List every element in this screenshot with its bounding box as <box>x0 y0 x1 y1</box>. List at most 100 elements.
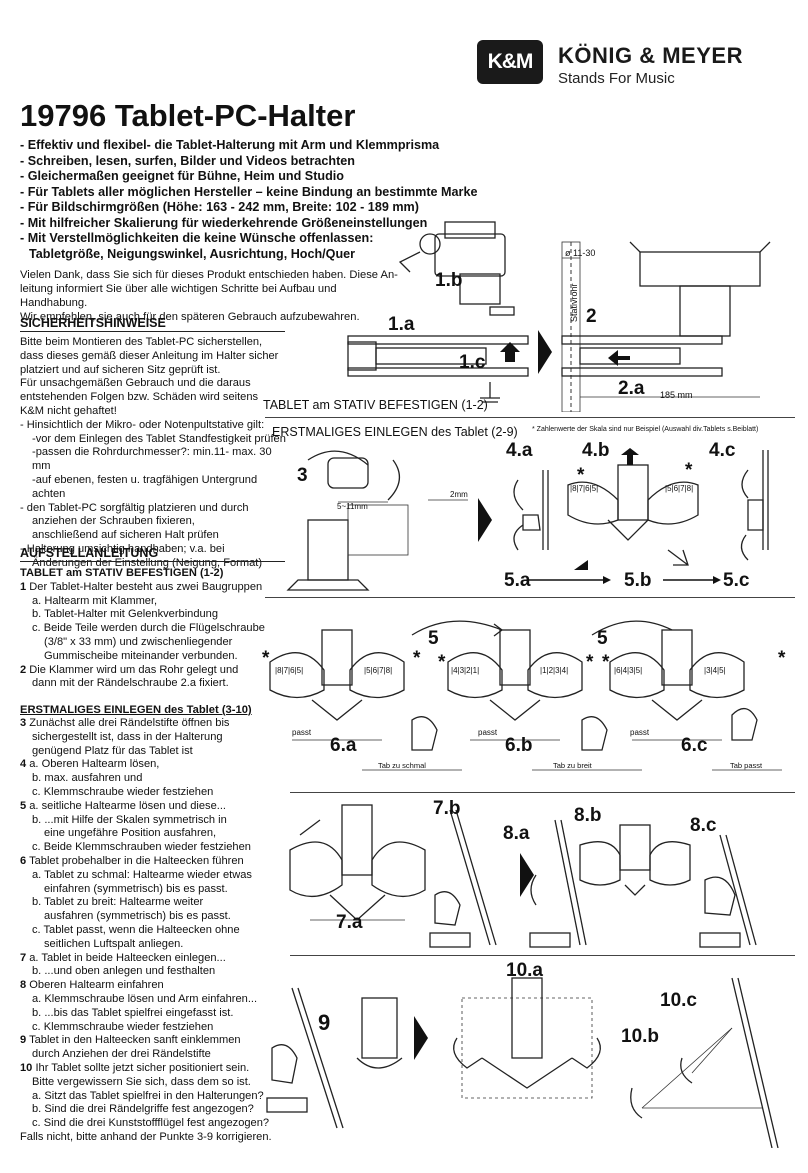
step-line: eine ungefähre Position ausfahren, <box>44 827 217 840</box>
fig-label-6c: 6.c <box>681 735 708 756</box>
up-arrow-icon <box>500 342 520 362</box>
step8b-drawing <box>579 824 691 896</box>
step-line: 9 Tablet in den Halteecken sanft einklem… <box>20 1034 241 1047</box>
scale-6b-left: |4|3|2|1| <box>451 666 480 675</box>
assembly-steps-1: 1 Der Tablet-Halter besteht aus zwei Bau… <box>20 581 290 691</box>
step-line: c. Beide Klemmschrauben wieder festziehe… <box>32 841 251 854</box>
intro-text: Vielen Dank, dass Sie sich für dieses Pr… <box>20 268 400 324</box>
feature-item: - Schreiben, lesen, surfen, Bilder und V… <box>20 153 355 168</box>
insert-heading: ERSTMALIGES EINLEGEN des Tablet (3-10) <box>20 704 252 716</box>
safety-heading: SICHERHEITSHINWEISE <box>20 316 285 332</box>
caption-insert: ERSTMALIGES EINLEGEN des Tablet (2-9) <box>272 425 518 439</box>
step-line: b. Tablet zu breit: Haltearme weiter <box>32 896 204 909</box>
fig-label-7b: 7.b <box>433 798 461 819</box>
fig-label-5b: 5.b <box>624 570 652 591</box>
safety-line: K&M nicht gehaftet! <box>20 404 117 417</box>
step-line: b. Sind die drei Rändelgriffe fest angez… <box>32 1103 254 1116</box>
safety-line: platziert und auf sicheren Sitz geprüft … <box>20 363 221 376</box>
feature-item: - Gleichermaßen geeignet für Bühne, Heim… <box>20 169 344 183</box>
dim-label-5-11: 5~11mm <box>337 502 368 511</box>
safety-line: anziehen der Schrauben fixieren, <box>32 515 195 528</box>
insert-section: ERSTMALIGES EINLEGEN des Tablet (3-10) 3… <box>20 704 310 1145</box>
fig-label-8a: 8.a <box>503 823 530 844</box>
final-note: Falls nicht, bitte anhand der Punkte 3-9… <box>20 1130 272 1143</box>
fig-label-10c: 10.c <box>660 990 697 1011</box>
step7a-drawing <box>289 804 426 921</box>
fig-label-8b: 8.b <box>574 805 602 826</box>
figure-steps-3-5 <box>286 448 769 591</box>
next-arrow-icon <box>414 1016 428 1060</box>
feature-item: - Mit hilfreicher Skalierung für wiederk… <box>20 215 428 230</box>
diameter-label: ø 11-30 <box>565 248 596 258</box>
scale-4b-right: |5|6|7|8| <box>665 484 694 493</box>
figure-steps-9-10 <box>266 977 779 1148</box>
safety-line: - Hinsichtlich der Mikro- oder Notenpult… <box>20 418 265 431</box>
fig-label-6a: 6.a <box>330 735 357 756</box>
safety-line: - den Tablet-PC sorgfältig platzieren un… <box>20 501 249 514</box>
step-line: durch Anziehen der drei Rändelstifte <box>32 1048 211 1061</box>
step-line: Gummischeibe miteinander verbunden. <box>44 649 238 662</box>
step-line: a. Tablet zu schmal: Haltearme wieder et… <box>32 868 252 881</box>
assembly-heading: AUFSTELLANLEITUNG <box>20 546 285 562</box>
fig-label-10a: 10.a <box>506 960 543 981</box>
step-line: 6 Tablet probehalber in die Halteecken f… <box>20 854 244 867</box>
passt-label: passt <box>478 728 498 737</box>
next-arrow-icon <box>478 498 492 542</box>
safety-line: dass dieses gemäß dieser Anleitung im Ha… <box>20 349 279 362</box>
step4b-drawing <box>567 448 699 541</box>
scale-6a-left: |8|7|6|5| <box>275 666 304 675</box>
step-line: c. Klemmschraube wieder festziehen <box>32 785 214 798</box>
safety-line: - Halterung umsichtig handhaben; v.a. be… <box>20 542 225 555</box>
divider <box>265 597 795 598</box>
safety-line: entstehenden Folgen bzw. Schäden wird se… <box>20 391 259 404</box>
divider <box>290 955 795 956</box>
fig-label-9: 9 <box>318 1010 331 1035</box>
figure-step-6 <box>269 620 782 771</box>
feature-item: - Effektiv und flexibel- die Tablet-Halt… <box>20 138 440 152</box>
safety-line: -passen die Rohrdurchmesser?: min.11- ma… <box>32 446 272 473</box>
safety-line: Änderungen der Einstellung (Neigung, For… <box>32 556 263 569</box>
star-mark: * <box>602 652 610 673</box>
step4a-drawing <box>513 470 549 551</box>
holder-6c <box>609 629 745 741</box>
brand-slogan: Stands For Music <box>558 70 675 87</box>
holder-6b <box>447 629 583 741</box>
caption-attach: TABLET am STATIV BEFESTIGEN (1-2) <box>263 398 488 412</box>
assembly-sub1: TABLET am STATIV BEFESTIGEN (1-2) <box>20 567 224 579</box>
feature-item: - Für Tablets aller möglichen Hersteller… <box>20 184 478 199</box>
step-line: (3/8" x 33 mm) und zwischenliegender <box>44 635 233 648</box>
passt-label: passt <box>630 728 650 737</box>
safety-line: -vor dem Einlegen des Tablet Standfestig… <box>32 432 286 445</box>
fig-label-2: 2 <box>586 306 597 327</box>
step-line: 5 a. seitliche Haltearme lösen und diese… <box>20 799 226 812</box>
assembly-section: AUFSTELLANLEITUNG TABLET am STATIV BEFES… <box>20 546 290 691</box>
step-line: dann mit der Rändelschraube 2.a fixiert. <box>32 677 229 690</box>
step-line: c. Tablet passt, wenn die Halteecken ohn… <box>32 923 240 936</box>
intro-line: Wir empfehlen, sie auch für den späteren… <box>20 311 360 323</box>
step-line: Bitte vergewissern Sie sich, dass dem so… <box>32 1075 251 1088</box>
next-arrow-icon <box>538 330 552 374</box>
passt-label: passt <box>292 728 312 737</box>
fits-label: Tab passt <box>730 761 763 770</box>
fig-label-8c: 8.c <box>690 815 717 836</box>
divider <box>265 417 795 418</box>
star-mark: * <box>586 652 594 673</box>
step-line: c. Beide Teile werden durch die Flügelsc… <box>32 622 265 635</box>
scale-6b-right: |1|2|3|4| <box>540 666 569 675</box>
step-line: a. Klemmschraube lösen und Arm einfahren… <box>32 992 258 1005</box>
intro-line: Vielen Dank, dass Sie sich für dieses Pr… <box>20 269 398 281</box>
feature-item: Tabletgröße, Neigungswinkel, Ausrichtung… <box>29 246 356 261</box>
too-narrow-label: Tab zu schmal <box>378 761 426 770</box>
step-line: b. Tablet-Halter mit Gelenkverbindung <box>32 608 219 621</box>
intro-line: leitung informiert Sie über alle wichtig… <box>20 283 337 309</box>
safety-line: anschließend auf sicheren Halt prüfen <box>32 529 219 542</box>
star-mark: * <box>262 648 270 669</box>
fig-label-6b: 6.b <box>505 735 533 756</box>
step-line: 3 Zunächst alle drei Rändelstifte öffnen… <box>20 717 230 729</box>
next-arrow-icon <box>520 853 534 897</box>
step8a-drawing <box>529 819 587 948</box>
fig-label-2a: 2.a <box>618 378 645 399</box>
star-mark: * <box>778 648 786 669</box>
step4c-drawing <box>740 450 769 561</box>
stativrohr-label: Stativrohr <box>569 283 579 322</box>
